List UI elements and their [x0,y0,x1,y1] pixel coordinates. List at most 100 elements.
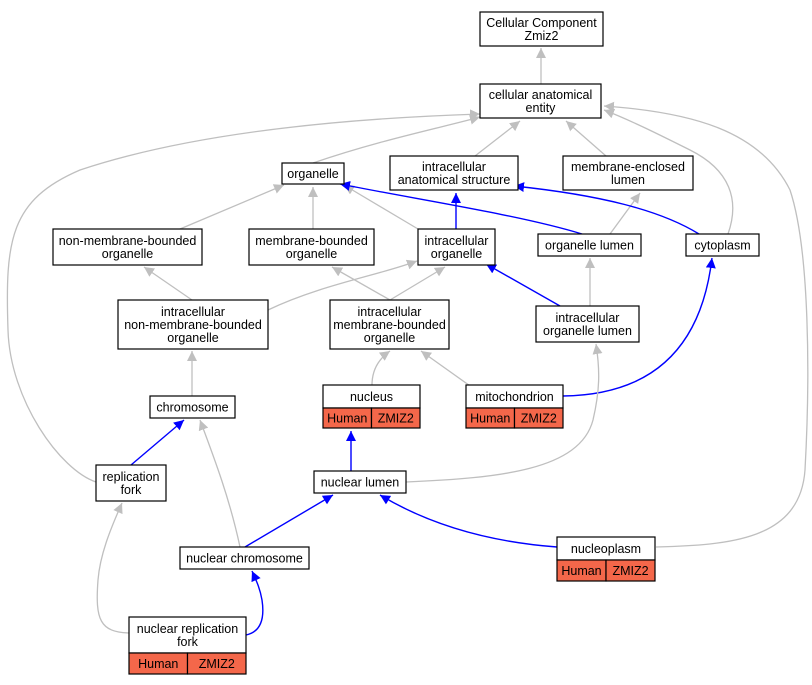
part-of-edge-31 [245,570,264,636]
gene-cell [370,407,421,429]
node-label: membrane-bounded [333,318,446,332]
node-label: cellular anatomical [489,88,593,102]
node-label: membrane-bounded [255,234,368,248]
node-box [479,83,602,119]
node-label: entity [526,101,557,115]
node-box [535,305,640,343]
gene-cell [186,652,247,675]
node-box [329,299,450,350]
node-inmbo[interactable]: intracellularnon-membrane-boundedorganel… [117,299,269,350]
node-label: intracellular [422,160,486,174]
node-box [389,155,519,191]
node-ol[interactable]: organelle lumen [537,233,642,257]
gene-label: ZMIZ2 [612,564,648,578]
is-a-edge-2 [474,120,521,157]
node-box [248,228,375,266]
node-label: intracellular [161,305,225,319]
node-box [685,233,760,257]
node-nc[interactable]: nuclear chromosome [179,546,310,570]
node-organelle[interactable]: organelle [281,162,345,185]
is-a-edge-21 [371,350,391,386]
node-box [537,233,642,257]
species-label: Human [327,412,367,426]
node-box [128,616,247,654]
node-label: mitochondrion [475,390,554,404]
node-label: chromosome [156,401,228,415]
node-label: organelle [431,247,482,261]
node-box [117,299,269,350]
node-label: organelle [286,247,337,261]
node-cyto[interactable]: cytoplasm [685,233,760,257]
node-label: nuclear chromosome [186,552,303,566]
node-label: non-membrane-bounded [124,318,262,332]
is-a-edge-5 [603,101,809,548]
is-a-edge-14 [143,266,193,301]
is-a-edge-6 [6,109,481,483]
node-box [52,228,203,266]
node-label: organelle [102,247,153,261]
gene-label: ZMIZ2 [521,412,557,426]
node-label: replication [103,470,160,484]
node-label: fork [121,483,143,497]
part-of-edge-23 [562,257,716,397]
node-label: non-membrane-bounded [59,234,197,248]
node-label: Cellular Component [486,16,597,30]
is-a-edge-30 [96,502,130,634]
part-of-edge-24 [130,419,185,466]
node-label: membrane-enclosed [571,160,685,174]
node-label: intracellular [358,305,422,319]
is-a-edge-3 [565,120,607,157]
species-label: Human [561,564,601,578]
node-label: intracellular [425,234,489,248]
gene-cell [513,407,564,429]
node-label: intracellular [556,311,620,325]
is-a-edge-12 [609,192,641,235]
species-label: Human [470,412,510,426]
edges-layer [6,48,809,636]
node-label: nucleus [350,390,393,404]
node-label: lumen [611,173,645,187]
is-a-edge-4 [603,108,734,235]
node-box [149,395,236,419]
is-a-edge-16 [331,266,391,301]
species-label: Human [138,657,178,671]
node-label: anatomical structure [398,173,511,187]
node-label: fork [177,635,199,649]
node-label: organelle [167,331,218,345]
node-box [281,162,345,185]
node-box [562,155,694,191]
node-box [479,11,604,47]
part-of-edge-29 [379,494,558,548]
is-a-edge-1 [312,114,481,164]
node-box [179,546,310,570]
node-label: nuclear replication [137,622,238,636]
node-label: cytoplasm [694,239,750,253]
is-a-edge-9 [343,184,419,230]
node-box [313,470,407,494]
is-a-edge-15 [267,259,418,311]
is-a-edge-25 [405,343,603,483]
node-chrom[interactable]: chromosome [149,395,236,419]
node-label: nuclear lumen [321,476,400,490]
part-of-edge-28 [244,494,334,548]
is-a-edge-27 [198,419,241,548]
node-nl[interactable]: nuclear lumen [313,470,407,494]
gene-label: ZMIZ2 [199,657,235,671]
part-of-edge-13 [513,182,700,235]
